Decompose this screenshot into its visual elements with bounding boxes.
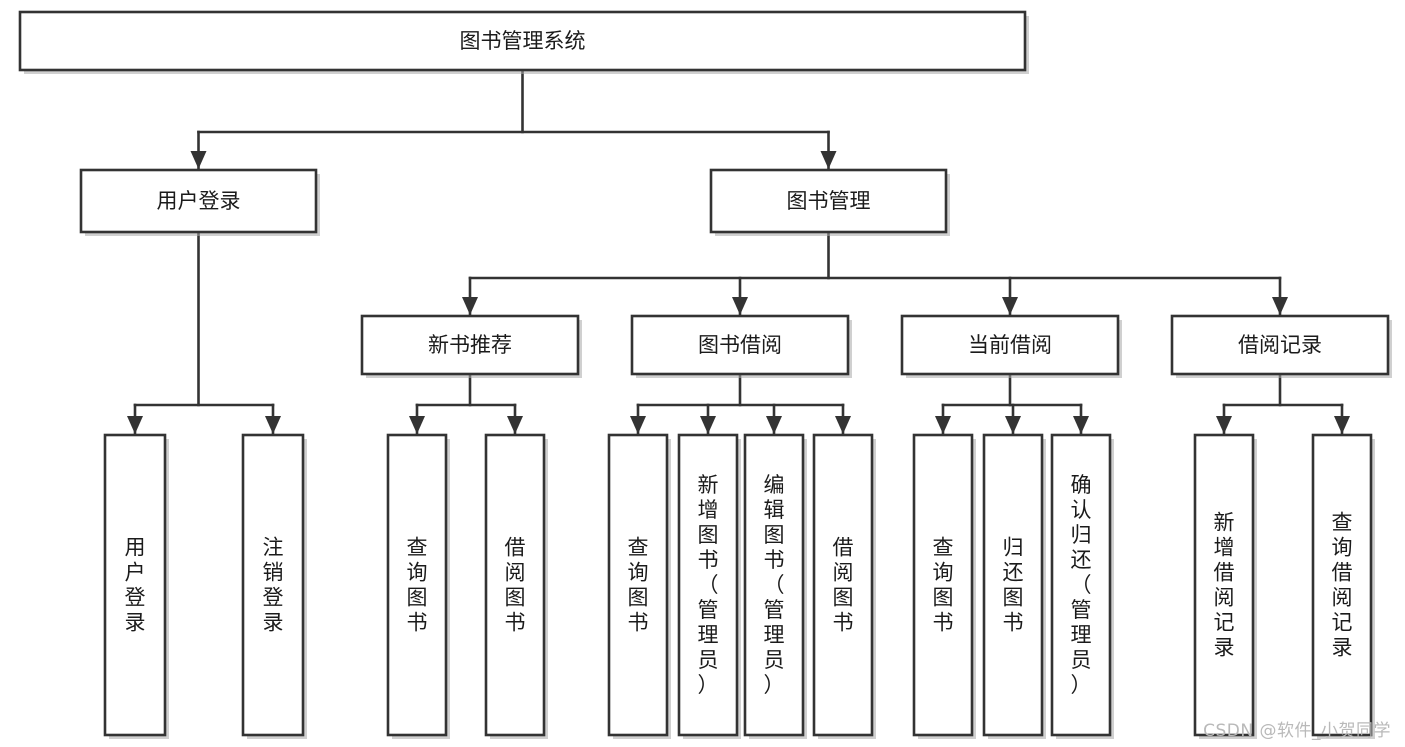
arrow-head-icon: [462, 297, 478, 315]
arrow-head-icon: [507, 416, 523, 434]
node-rect[interactable]: [812, 433, 874, 737]
arrow-head-icon: [732, 297, 748, 315]
node-label: 用户登录: [157, 189, 241, 213]
node-user-logout-leaf[interactable]: 注销登录: [241, 433, 307, 739]
node-label: 查询图书: [933, 536, 954, 635]
node-label: 当前借阅: [968, 333, 1052, 357]
node-label: 借阅记录: [1238, 333, 1322, 357]
node-rect[interactable]: [1050, 433, 1112, 737]
node-user-login[interactable]: 用户登录: [79, 168, 320, 236]
node-rect[interactable]: [484, 433, 546, 737]
arrow-head-icon: [820, 151, 837, 169]
node-label: 查询图书: [628, 536, 649, 635]
arrow-head-icon: [700, 416, 716, 434]
node-current-borrow[interactable]: 当前借阅: [900, 314, 1122, 378]
arrow-head-icon: [265, 416, 281, 434]
arrow-head-icon: [1073, 416, 1089, 434]
node-rect[interactable]: [743, 433, 805, 737]
arrow-head-icon: [409, 416, 425, 434]
node-label: 查询借阅记录: [1332, 511, 1353, 660]
arrow-head-icon: [127, 416, 143, 434]
node-query-borrow-record[interactable]: 查询借阅记录: [1311, 433, 1375, 739]
node-label: 归还图书: [1003, 536, 1024, 635]
arrow-head-icon: [1216, 416, 1232, 434]
node-rect[interactable]: [709, 168, 948, 234]
node-query-book-2[interactable]: 查询图书: [607, 433, 671, 739]
node-query-book-3[interactable]: 查询图书: [912, 433, 976, 739]
node-rect[interactable]: [386, 433, 448, 737]
arrow-head-icon: [630, 416, 646, 434]
arrow-head-icon: [935, 416, 951, 434]
node-label: 确认归还（管理员）: [1071, 473, 1092, 697]
node-book-management[interactable]: 图书管理: [709, 168, 950, 236]
node-rect[interactable]: [79, 168, 318, 234]
node-rect[interactable]: [241, 433, 305, 737]
node-borrow-records[interactable]: 借阅记录: [1170, 314, 1392, 378]
node-rect[interactable]: [630, 314, 850, 376]
connector-layer: [127, 68, 1350, 436]
node-edit-book-admin[interactable]: 编辑图书（管理员）: [743, 433, 807, 739]
arrow-head-icon: [190, 151, 207, 169]
node-label: 图书管理系统: [460, 29, 586, 53]
node-book-borrow[interactable]: 图书借阅: [630, 314, 852, 378]
node-borrow-book-1[interactable]: 借阅图书: [484, 433, 548, 739]
node-label: 图书管理: [787, 189, 871, 213]
arrow-head-icon: [766, 416, 782, 434]
node-new-book-recommend[interactable]: 新书推荐: [360, 314, 582, 378]
node-label: 编辑图书（管理员）: [764, 473, 785, 697]
node-rect[interactable]: [607, 433, 669, 737]
node-return-book[interactable]: 归还图书: [982, 433, 1046, 739]
node-rect[interactable]: [912, 433, 974, 737]
node-user-login-leaf[interactable]: 用户登录: [103, 433, 169, 739]
node-layer: 图书管理系统用户登录用户登录注销登录图书管理新书推荐查询图书借阅图书图书借阅查询…: [18, 10, 1392, 739]
node-rect[interactable]: [18, 10, 1027, 72]
node-add-borrow-record[interactable]: 新增借阅记录: [1193, 433, 1257, 739]
node-add-book-admin[interactable]: 新增图书（管理员）: [677, 433, 741, 739]
node-rect[interactable]: [103, 433, 167, 737]
node-confirm-return-admin[interactable]: 确认归还（管理员）: [1050, 433, 1114, 739]
node-label: 新增图书（管理员）: [698, 473, 719, 697]
arrow-head-icon: [1334, 416, 1350, 434]
node-rect[interactable]: [1311, 433, 1373, 737]
watermark-label: CSDN @软件_小贺同学: [1203, 721, 1391, 741]
node-label: 新书推荐: [428, 333, 512, 357]
node-rect[interactable]: [982, 433, 1044, 737]
node-rect[interactable]: [1193, 433, 1255, 737]
node-borrow-book-2[interactable]: 借阅图书: [812, 433, 876, 739]
arrow-head-icon: [835, 416, 851, 434]
node-label: 借阅图书: [505, 536, 526, 635]
node-label: 借阅图书: [833, 536, 854, 635]
node-label: 图书借阅: [698, 333, 782, 357]
node-rect[interactable]: [677, 433, 739, 737]
node-label: 用户登录: [125, 536, 146, 635]
arrow-head-icon: [1272, 297, 1288, 315]
node-query-book-1[interactable]: 查询图书: [386, 433, 450, 739]
node-label: 新增借阅记录: [1214, 511, 1235, 660]
node-rect[interactable]: [360, 314, 580, 376]
node-root[interactable]: 图书管理系统: [18, 10, 1029, 74]
arrow-head-icon: [1005, 416, 1021, 434]
node-rect[interactable]: [1170, 314, 1390, 376]
arrow-head-icon: [1002, 297, 1018, 315]
node-label: 注销登录: [263, 536, 284, 635]
node-rect[interactable]: [900, 314, 1120, 376]
node-label: 查询图书: [407, 536, 428, 635]
